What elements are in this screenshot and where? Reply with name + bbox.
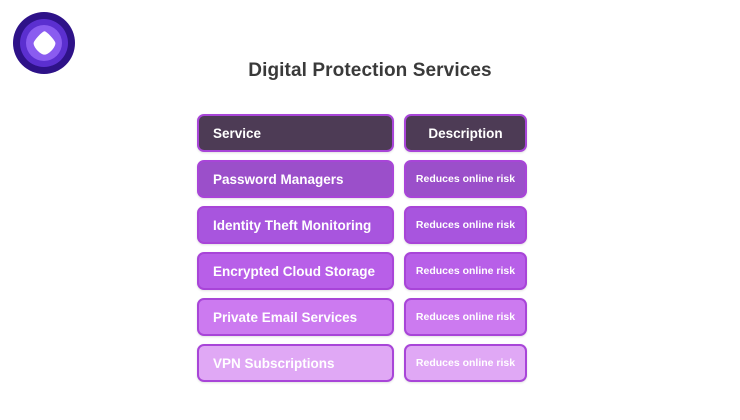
services-table: Service Description Password Managers Re…: [197, 114, 527, 390]
cell-description: Reduces online risk: [404, 252, 527, 290]
cell-description: Reduces online risk: [404, 160, 527, 198]
page-title: Digital Protection Services: [248, 60, 492, 81]
table-row[interactable]: VPN Subscriptions Reduces online risk: [197, 344, 527, 382]
table-row[interactable]: Private Email Services Reduces online ri…: [197, 298, 527, 336]
cell-service: Private Email Services: [197, 298, 394, 336]
cell-description: Reduces online risk: [404, 206, 527, 244]
cell-service: Encrypted Cloud Storage: [197, 252, 394, 290]
table-row[interactable]: Encrypted Cloud Storage Reduces online r…: [197, 252, 527, 290]
column-header-service: Service: [197, 114, 394, 152]
cell-service: Identity Theft Monitoring: [197, 206, 394, 244]
cell-service: Password Managers: [197, 160, 394, 198]
play-triangle-icon: [33, 31, 56, 55]
brand-logo: [13, 12, 75, 74]
table-row[interactable]: Password Managers Reduces online risk: [197, 160, 527, 198]
table-row[interactable]: Identity Theft Monitoring Reduces online…: [197, 206, 527, 244]
column-header-description: Description: [404, 114, 527, 152]
cell-description: Reduces online risk: [404, 298, 527, 336]
cell-service: VPN Subscriptions: [197, 344, 394, 382]
table-header-row: Service Description: [197, 114, 527, 152]
cell-description: Reduces online risk: [404, 344, 527, 382]
